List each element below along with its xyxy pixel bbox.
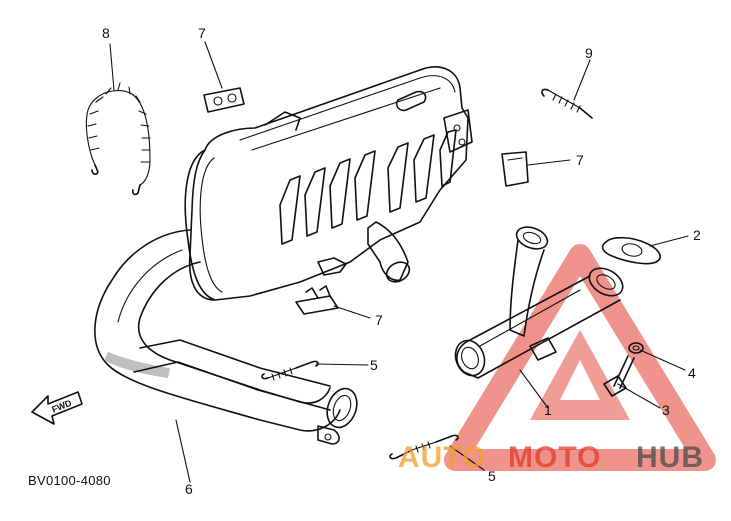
callout-1: 1 (544, 402, 552, 418)
watermark-auto: AUTO (398, 441, 486, 474)
spring-part-8 (85, 82, 151, 196)
callout-labels: 8 7 9 7 2 7 5 4 3 1 6 5 (102, 25, 701, 497)
muffler-right-bracket (443, 109, 473, 153)
heat-shield-louvres (279, 129, 457, 245)
muffler-assembly (184, 66, 473, 301)
gasket-part-2 (601, 236, 661, 265)
callout-2: 2 (693, 227, 701, 243)
forward-direction-arrow: FWD (31, 391, 83, 425)
diagram-part-code: BV0100-4080 (28, 473, 111, 488)
callout-5-upper: 5 (370, 357, 378, 373)
tail-pipe (367, 221, 411, 283)
callout-8: 8 (102, 25, 110, 41)
callout-7-right: 7 (576, 152, 584, 168)
header-flange (317, 387, 358, 445)
callout-3: 3 (662, 402, 670, 418)
nut-part-4 (628, 342, 644, 354)
damper-part-7-bottom (295, 285, 339, 315)
front-exhaust-pipe-part-1 (454, 226, 624, 379)
callout-7-top: 7 (198, 25, 206, 41)
callout-6: 6 (185, 481, 193, 497)
leader-lines (109, 41, 689, 483)
watermark-text: AUTO MOTO HUB (398, 441, 704, 474)
watermark-hub: HUB (636, 441, 704, 474)
exhaust-header-pipe (94, 229, 358, 445)
damper-part-7-top (203, 87, 245, 113)
watermark-moto: MOTO (508, 441, 601, 474)
callout-9: 9 (585, 45, 593, 61)
spring-part-5-lower (389, 434, 459, 460)
spring-part-5-upper (261, 360, 319, 381)
callout-4: 4 (688, 365, 696, 381)
callout-7-bottom: 7 (375, 312, 383, 328)
spring-part-9 (541, 88, 593, 119)
damper-part-7-right (501, 151, 529, 187)
callout-5-lower: 5 (488, 468, 496, 484)
watermark-logo-triangle (444, 244, 716, 471)
